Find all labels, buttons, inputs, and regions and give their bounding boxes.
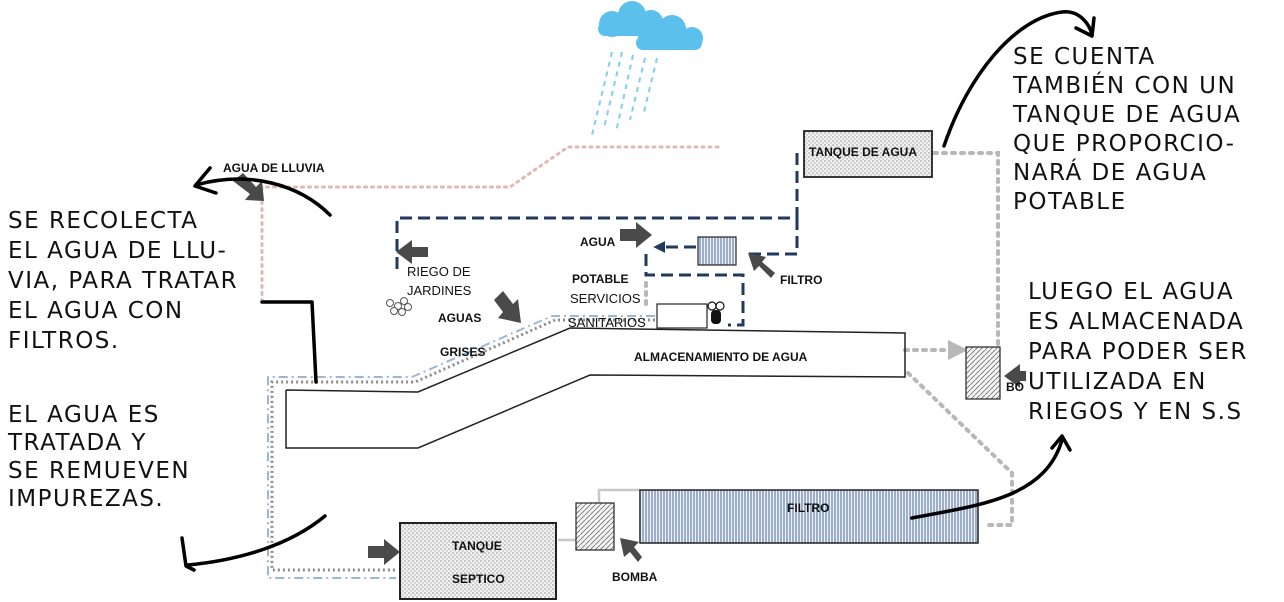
- arrow-bomba-icon: [620, 538, 642, 562]
- arrow-filter-icon: [748, 253, 775, 278]
- note-top-right: SE CUENTA TAMBIÉN CON UN TANQUE DE AGUA …: [1012, 44, 1241, 215]
- label-agua-lluvia: AGUA DE LLUVIA: [223, 161, 325, 175]
- pump-bottom-box: [575, 502, 615, 551]
- pump-right-box: [965, 346, 1001, 400]
- label-sanitarios: SANITARIOS: [568, 315, 646, 330]
- septic-tank-box: [399, 522, 557, 600]
- label-servicios: SERVICIOS: [570, 291, 641, 306]
- hand-drawn-strokes: [180, 10, 1096, 572]
- note-line: TAMBIÉN CON UN: [1012, 71, 1236, 99]
- rain-cloud-icon: [591, 1, 703, 136]
- curved-arrow-left-top-icon: [194, 177, 332, 217]
- note-line: EL AGUA ES: [8, 402, 160, 428]
- note-line: EL AGUA CON: [8, 298, 184, 324]
- pump-feed-pipe: [558, 488, 640, 542]
- curved-arrow-right-mid-icon: [910, 438, 1064, 520]
- label-riego-2: JARDINES: [407, 283, 472, 298]
- label-filtro-big: FILTRO: [787, 501, 829, 515]
- note-line: LUEGO EL AGUA: [1028, 279, 1234, 305]
- note-line: IMPUREZAS.: [8, 486, 164, 512]
- note-left-top: SE RECOLECTA EL AGUA DE LLU- VIA, PARA T…: [8, 208, 238, 354]
- toilet-icon: [707, 301, 725, 324]
- note-line: FILTROS.: [8, 328, 120, 354]
- small-filter-box: [697, 236, 737, 266]
- sanitary-unit-box: [656, 303, 708, 329]
- note-line: RIEGOS Y EN S.S: [1028, 399, 1243, 425]
- note-line: ES ALMACENADA: [1028, 309, 1244, 335]
- note-line: SE RECOLECTA: [8, 208, 199, 234]
- note-line: PARA PODER SER: [1028, 339, 1248, 365]
- arrow-rain-icon: [233, 173, 264, 201]
- sprinkler-icon: [386, 297, 412, 316]
- note-left-bottom: EL AGUA ES TRATADA Y SE REMUEVEN IMPUREZ…: [7, 402, 190, 512]
- label-almacenamiento: ALMACENAMIENTO DE AGUA: [634, 350, 808, 364]
- note-line: UTILIZADA EN: [1028, 369, 1207, 395]
- note-right-mid: LUEGO EL AGUA ES ALMACENADA PARA PODER S…: [1028, 279, 1248, 425]
- arrow-pump-right-icon: [1004, 364, 1026, 388]
- label-filtro-small: FILTRO: [780, 273, 822, 287]
- label-grises: GRISES: [440, 345, 485, 359]
- label-tanque-agua: TANQUE DE AGUA: [809, 145, 917, 159]
- bracket-line: [260, 300, 318, 384]
- label-potable: POTABLE: [572, 272, 628, 286]
- label-bomba: BOMBA: [612, 570, 658, 584]
- label-aguas: AGUAS: [438, 311, 481, 325]
- diagram-labels: AGUA DE LLUVIA TANQUE DE AGUA AGUA FILTR…: [223, 145, 1024, 586]
- label-bo: BO: [1006, 380, 1024, 394]
- water-storage-tank: [285, 327, 906, 449]
- label-septico: SEPTICO: [452, 572, 505, 586]
- label-agua: AGUA: [580, 235, 616, 249]
- rain-collection-pipe: [260, 145, 720, 302]
- label-riego-1: RIEGO DE: [407, 264, 471, 279]
- note-line: EL AGUA DE LLU-: [8, 238, 227, 264]
- arrow-riego-icon: [396, 240, 428, 264]
- curved-arrow-top-right-icon: [942, 10, 1094, 148]
- arrow-agua-icon: [620, 222, 652, 248]
- note-line: SE CUENTA: [1013, 44, 1156, 70]
- curved-arrow-left-bottom-icon: [186, 514, 327, 567]
- note-line: TANQUE DE AGUA: [1012, 102, 1241, 128]
- potable-water-pipe: [395, 153, 799, 327]
- note-line: VIA, PARA TRATAR: [8, 268, 238, 294]
- grey-water-return-pipe: [267, 315, 655, 579]
- water-tank-box: [803, 130, 933, 178]
- gray-distribution-pipe: [644, 151, 1014, 527]
- arrow-septic-icon: [368, 539, 400, 565]
- note-line: TRATADA Y: [7, 430, 147, 456]
- note-line: QUE PROPORCIO-: [1013, 131, 1235, 157]
- label-tanque: TANQUE: [452, 539, 502, 553]
- note-line: POTABLE: [1013, 189, 1127, 215]
- note-line: NARÁ DE AGUA: [1013, 158, 1207, 186]
- arrow-grises-icon: [494, 291, 521, 323]
- note-line: SE REMUEVEN: [8, 458, 190, 484]
